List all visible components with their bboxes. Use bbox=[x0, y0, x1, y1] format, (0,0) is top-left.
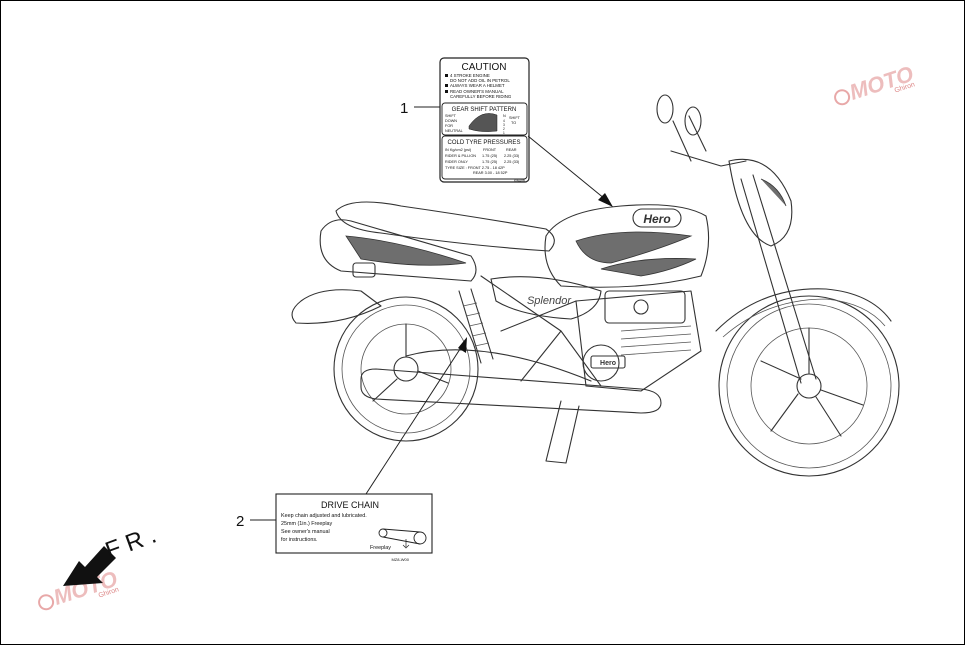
boot-icon bbox=[468, 113, 498, 132]
side-script: Splendor bbox=[527, 295, 572, 307]
freeplay-label: Freeplay bbox=[370, 545, 391, 551]
caution-part-code: KWA8B bbox=[514, 179, 525, 183]
tyre-cell: 1.75 (25) bbox=[482, 160, 498, 164]
gear-text: N bbox=[503, 114, 506, 118]
engine-logo: Hero bbox=[600, 360, 616, 367]
frame bbox=[480, 275, 602, 387]
caution-bullet: READ OWNER'S MANUAL bbox=[450, 89, 504, 94]
tank-badge bbox=[632, 208, 682, 228]
tyre-header: FRONT bbox=[483, 148, 497, 152]
front-arrow-icon bbox=[63, 546, 116, 586]
callout-arrow-1 bbox=[527, 135, 606, 200]
handlebar bbox=[670, 150, 747, 167]
gear-icon bbox=[834, 89, 851, 106]
gear-number: 4 bbox=[503, 119, 505, 123]
tyre-cell: RIDER ONLY bbox=[445, 160, 468, 164]
gear-text: TO bbox=[511, 121, 516, 125]
drive-chain-part-code: MZ8-W00 bbox=[391, 557, 409, 562]
drive-chain-label: DRIVE CHAIN Keep chain adjusted and lubr… bbox=[275, 493, 433, 562]
caution-label: CAUTION 4 STROKE ENGINE DO NOT ADD OIL I… bbox=[439, 57, 530, 183]
drive-chain-line: for instructions. bbox=[281, 537, 318, 543]
arrowhead-icon bbox=[598, 193, 613, 207]
tyre-size: REAR 3.00 - 18 52P bbox=[473, 171, 508, 175]
gear-text: SHIFT bbox=[509, 116, 521, 120]
center-stand bbox=[545, 400, 580, 464]
front-direction-text: F R . bbox=[102, 521, 160, 564]
front-wheel bbox=[718, 295, 900, 477]
gear-icon bbox=[38, 594, 55, 611]
chain-icon bbox=[378, 528, 427, 549]
callout-arrow-2 bbox=[365, 345, 463, 495]
engine: Hero bbox=[575, 290, 702, 392]
tyre-cell: 1.75 (25) bbox=[482, 154, 498, 158]
gear-number: 2 bbox=[503, 127, 505, 131]
motorcycle-drawing: Hero Splendor Hero bbox=[291, 94, 900, 477]
front-mudguard bbox=[715, 288, 892, 332]
callout-number-1: 1 bbox=[400, 100, 408, 117]
fuel-tank bbox=[544, 204, 710, 288]
tyre-cell: RIDER & PILLION bbox=[445, 154, 476, 158]
drive-chain-title: DRIVE CHAIN bbox=[321, 500, 379, 510]
tyre-header: REAR bbox=[506, 148, 517, 152]
caution-bullet: DO NOT ADD OIL IN PETROL bbox=[450, 78, 510, 83]
gear-text: NEUTRAL bbox=[445, 129, 463, 133]
rear-mudguard bbox=[291, 289, 382, 324]
gear-shift-title: GEAR SHIFT PATTERN bbox=[452, 107, 517, 113]
gear-text: SHIFT bbox=[445, 114, 457, 118]
caution-title: CAUTION bbox=[462, 62, 507, 73]
drive-chain-line: 25mm (1in.) Freeplay bbox=[281, 521, 333, 527]
seat bbox=[335, 201, 555, 252]
drive-chain-line: See owner's manual bbox=[281, 529, 330, 535]
rear-wheel bbox=[333, 296, 479, 442]
tail-lamp bbox=[352, 262, 376, 278]
front-fork bbox=[740, 174, 817, 384]
chain-guard bbox=[405, 349, 592, 382]
tank-logo: Hero bbox=[643, 212, 670, 226]
callout-number-2: 2 bbox=[236, 513, 244, 530]
mirror-right bbox=[684, 106, 702, 136]
tyre-cell: 2.25 (33) bbox=[504, 154, 520, 158]
side-cover bbox=[490, 276, 602, 320]
tyre-size: TYRE SIZE : FRONT 2.75 - 18 42P bbox=[445, 166, 505, 170]
drive-chain-line: Keep chain adjusted and lubricated. bbox=[281, 513, 367, 519]
gear-text: FOR bbox=[445, 124, 453, 128]
exhaust bbox=[360, 368, 662, 414]
mirror-left bbox=[656, 94, 674, 124]
caution-bullet: CAREFULLY BEFORE RIDING bbox=[450, 94, 512, 99]
gear-number: 1 bbox=[503, 131, 505, 135]
gear-text: DOWN bbox=[445, 119, 457, 123]
tyre-cell: 2.25 (33) bbox=[504, 160, 520, 164]
caution-bullet: 4 STROKE ENGINE bbox=[450, 73, 490, 78]
arrowhead-icon bbox=[458, 337, 467, 353]
watermark-top-right: MOTO Ghiron bbox=[834, 61, 916, 106]
tyre-title: COLD TYRE PRESSURES bbox=[448, 140, 521, 146]
gear-number: 3 bbox=[503, 123, 505, 127]
side-panel bbox=[319, 219, 477, 282]
caution-bullet: ALWAYS WEAR A HELMET bbox=[450, 83, 505, 88]
headlamp bbox=[728, 158, 793, 247]
tyre-header: IN Kg/cm2 (psi) bbox=[445, 148, 472, 152]
